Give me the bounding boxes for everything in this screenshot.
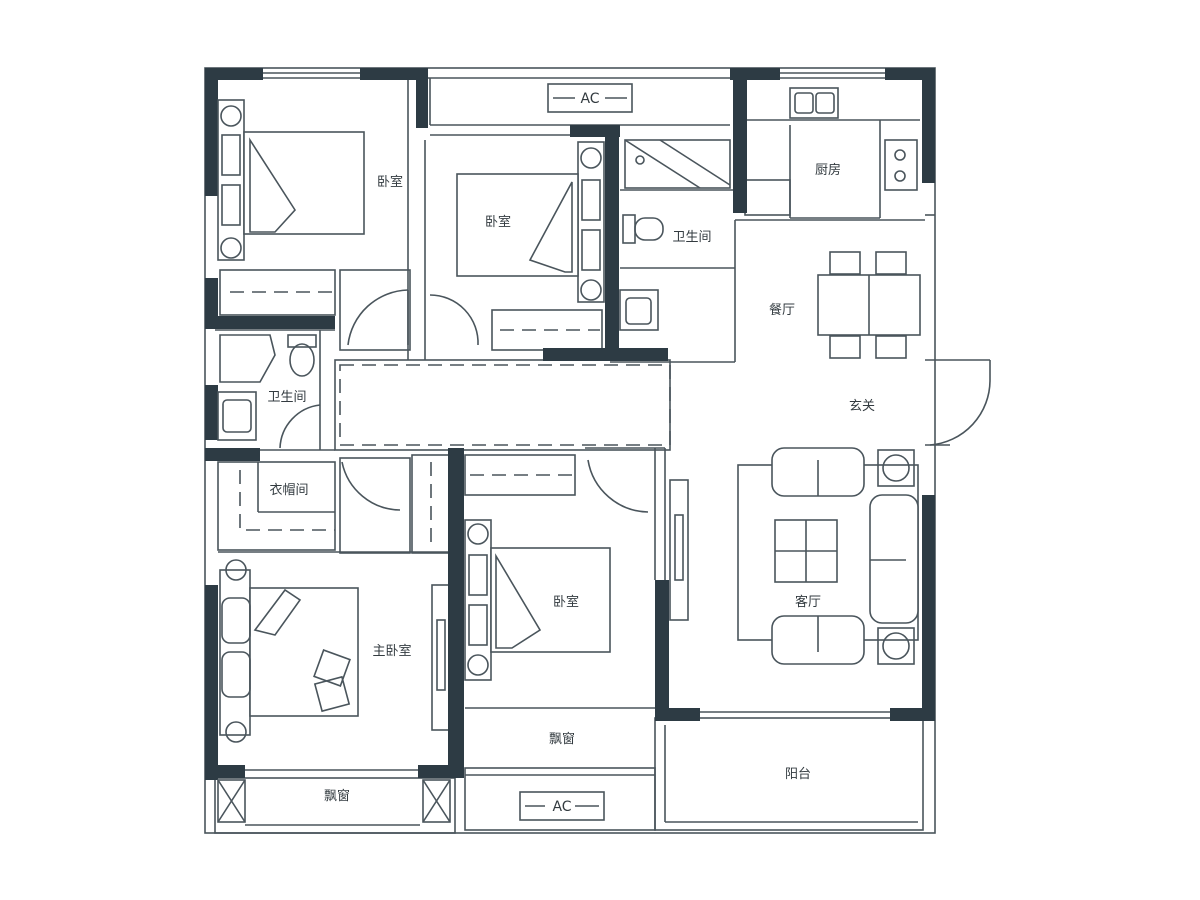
label-bedroom-top-left: 卧室 (377, 174, 403, 190)
label-dining: 餐厅 (769, 302, 795, 318)
label-balcony: 阳台 (785, 767, 811, 782)
label-entrance: 玄关 (849, 399, 875, 414)
label-walk-in-closet: 衣帽间 (269, 482, 308, 498)
label-bathroom-top: 卫生间 (672, 230, 711, 245)
label-living-room: 客厅 (795, 594, 821, 610)
walls (205, 68, 935, 780)
label-bathroom-left: 卫生间 (267, 390, 306, 405)
label-bedroom-lower: 卧室 (553, 594, 579, 610)
label-master-bedroom: 主卧室 (372, 643, 411, 659)
ac-label-bottom: AC (552, 799, 571, 815)
label-bedroom-middle: 卧室 (485, 214, 511, 230)
label-bay-window-lower: 飘窗 (549, 731, 575, 747)
label-kitchen: 厨房 (815, 162, 841, 178)
door-swings (279, 289, 991, 513)
outline-lines (204, 67, 990, 834)
room-labels: AC AC 卧室 卧室 卫生间 厨房 餐厅 玄关 卫生间 衣帽间 卧室 客厅 主… (267, 91, 875, 815)
label-bay-window-master: 飘窗 (324, 788, 350, 804)
ac-label-top: AC (580, 91, 599, 107)
fixtures (217, 83, 921, 823)
